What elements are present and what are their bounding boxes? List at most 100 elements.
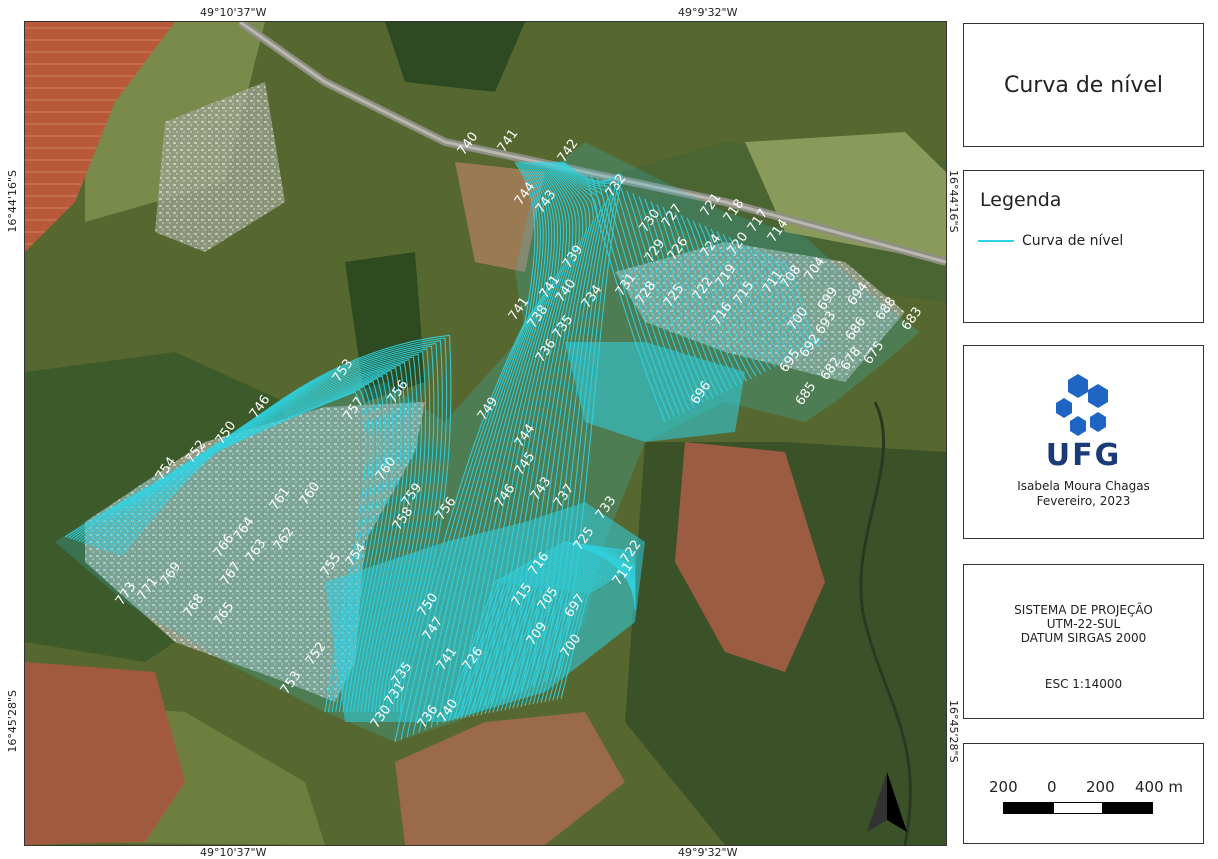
- contour-line: [115, 340, 443, 713]
- contour-line: [448, 542, 636, 722]
- coord-bottom-right: 49°9'32"W: [678, 846, 738, 859]
- contour-line: [418, 161, 547, 733]
- field-area: [745, 132, 946, 262]
- projection-zone: UTM-22-SUL: [1046, 617, 1121, 631]
- contour-line: [96, 358, 414, 713]
- coord-left-bottom: 16°45'28"S: [6, 690, 19, 753]
- coord-right-top: 16°44'16"S: [947, 170, 960, 233]
- scalebar-segment: [1003, 802, 1053, 814]
- coord-top-right: 49°9'32"W: [678, 6, 738, 19]
- contour-line: [99, 356, 418, 713]
- contour-line: [556, 161, 623, 678]
- scalebar-label: 200: [1086, 778, 1115, 796]
- contour-line: [430, 161, 553, 728]
- projection-panel: SISTEMA DE PROJEÇÃO UTM-22-SUL DATUM SIR…: [963, 564, 1204, 719]
- contour-line: [770, 255, 815, 349]
- contour-line: [448, 161, 562, 721]
- contour-line: [532, 161, 609, 687]
- coord-left-top: 16°44'16"S: [6, 170, 19, 233]
- logo-text: UFG: [1045, 438, 1122, 473]
- contour-line: [456, 543, 636, 720]
- contour-line: [644, 198, 714, 399]
- legend-label: Curva de nível: [1022, 233, 1124, 249]
- coord-top-left: 49°10'37"W: [200, 6, 267, 19]
- map-title: Curva de nível: [1003, 72, 1164, 98]
- author-block: Isabela Moura Chagas Fevereiro, 2023: [964, 479, 1203, 509]
- contour-line: [118, 337, 448, 713]
- contour-dense-area: [565, 342, 745, 442]
- contour-line: [460, 544, 636, 719]
- contour-line: [107, 348, 431, 713]
- contour-line: [110, 345, 435, 713]
- contour-line: [614, 185, 690, 411]
- contour-line: [86, 369, 398, 713]
- contour-line: [764, 252, 810, 351]
- contour-line: [121, 334, 452, 713]
- contour-line: [540, 560, 636, 703]
- contour-line: [626, 190, 700, 406]
- legend-item: Curva de nível: [978, 233, 1123, 249]
- contour-lines: [64, 161, 824, 743]
- contour-line: [424, 161, 550, 731]
- contour-line: [686, 217, 748, 382]
- contour-line: [722, 233, 776, 368]
- contour-line: [734, 239, 786, 363]
- logo-panel: UFG Isabela Moura Chagas Fevereiro, 2023: [963, 345, 1204, 539]
- scalebar-label: 0: [1047, 778, 1057, 796]
- contour-line: [544, 561, 636, 703]
- forest-area: [385, 22, 525, 92]
- contour-line: [650, 201, 719, 396]
- contour-line: [394, 161, 536, 743]
- highway: [239, 22, 946, 264]
- contour-line: [113, 342, 439, 713]
- contour-area: [55, 142, 920, 742]
- red-soil-field: [675, 442, 825, 672]
- red-soil-field: [395, 712, 625, 845]
- contour-line: [584, 171, 666, 423]
- contour-line: [758, 249, 805, 353]
- contour-line: [692, 220, 752, 380]
- contour-line: [468, 546, 636, 718]
- contour-line: [536, 559, 636, 704]
- contour-line: [620, 188, 695, 408]
- urban-area: [155, 82, 285, 252]
- contour-line: [452, 543, 636, 721]
- map-scale: ESC 1:14000: [1044, 677, 1123, 691]
- field-area: [455, 162, 545, 272]
- coord-bottom-left: 49°10'37"W: [200, 846, 267, 859]
- projection-system: SISTEMA DE PROJEÇÃO: [1014, 603, 1153, 617]
- red-soil-field: [25, 662, 185, 845]
- contour-line: [436, 161, 556, 726]
- contour-line: [674, 212, 738, 387]
- contour-line: [472, 161, 574, 711]
- scalebar-segment: [1053, 802, 1103, 814]
- contour-line: [105, 350, 427, 713]
- scalebar-label: 200: [989, 778, 1018, 796]
- contour-line: [608, 182, 685, 413]
- title-panel: Curva de nível: [963, 23, 1204, 147]
- contour-line: [502, 161, 591, 699]
- contour-line: [782, 260, 824, 344]
- contour-line: [464, 545, 636, 719]
- legend-panel: Legenda Curva de nível: [963, 170, 1204, 323]
- contour-line: [656, 204, 724, 394]
- contour-line: [552, 562, 636, 701]
- contour-line: [94, 361, 410, 713]
- contour-line: [412, 161, 544, 735]
- legend-swatch: [978, 240, 1014, 242]
- contour-line: [400, 161, 539, 740]
- contour-line: [698, 223, 757, 377]
- scalebar-panel: 200 0 200 400 m: [963, 743, 1204, 844]
- contour-line: [728, 236, 781, 365]
- contour-line: [484, 161, 580, 707]
- contour-line: [514, 161, 598, 695]
- contour-line: [466, 161, 571, 714]
- contour-line: [704, 225, 762, 375]
- contour-line: [490, 161, 584, 704]
- coord-right-bottom: 16°45'28"S: [947, 700, 960, 763]
- contour-line: [406, 161, 542, 738]
- contour-line: [746, 244, 795, 358]
- contour-line: [716, 231, 772, 370]
